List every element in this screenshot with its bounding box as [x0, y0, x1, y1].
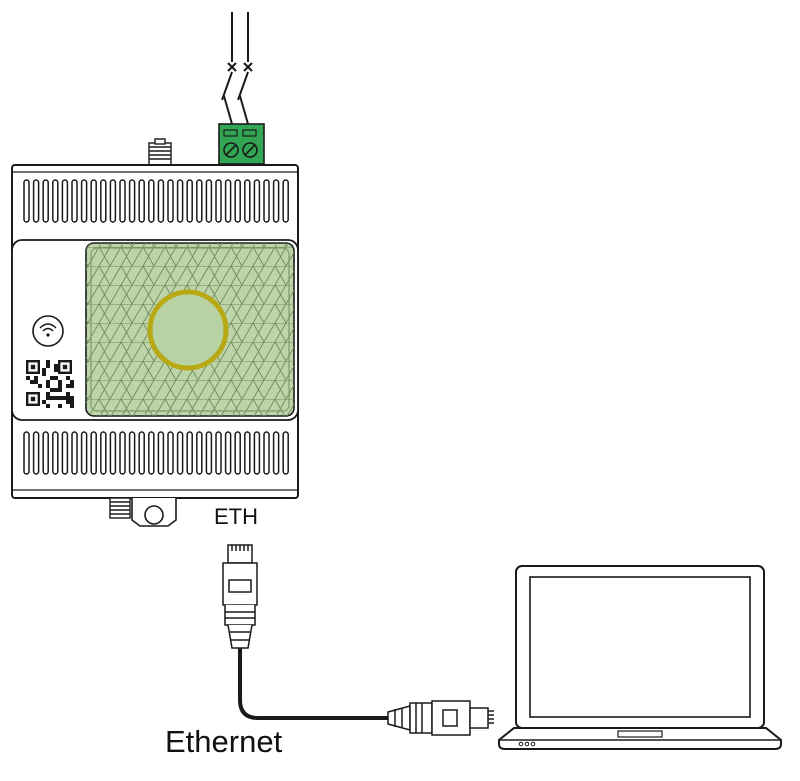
ethernet-plug-device — [222, 544, 258, 649]
power-wires — [221, 12, 249, 125]
vent-slot — [282, 179, 289, 223]
vent-slot — [61, 179, 69, 223]
vent-slot — [148, 431, 155, 475]
vent-slot — [253, 431, 261, 475]
vent-slot — [119, 179, 126, 223]
switch-contact-icon — [227, 62, 253, 72]
ethernet-cable-label: Ethernet — [165, 724, 283, 759]
bottom-vent-slots — [23, 431, 289, 475]
vent-slot — [176, 431, 184, 475]
vent-slot — [148, 179, 155, 223]
top-vent-slots — [23, 179, 289, 223]
vent-slot — [52, 179, 59, 223]
laptop-trackpad — [617, 730, 663, 738]
vent-slot — [244, 179, 251, 223]
vent-slot — [71, 179, 78, 223]
vent-slot — [42, 431, 49, 475]
laptop — [498, 565, 782, 750]
vent-slot — [263, 179, 270, 223]
vent-slot — [52, 431, 59, 475]
vent-slot — [23, 431, 30, 475]
vent-slot — [100, 179, 107, 223]
vent-slot — [263, 431, 270, 475]
vent-slot — [109, 179, 117, 223]
vent-slot — [90, 431, 97, 475]
vent-slot — [61, 431, 69, 475]
vent-slot — [32, 179, 40, 223]
ethernet-plug-laptop — [387, 700, 494, 736]
vent-slot — [244, 431, 251, 475]
vent-slot — [167, 431, 174, 475]
vent-slot — [282, 431, 289, 475]
vent-slot — [128, 179, 136, 223]
vent-slot — [253, 179, 261, 223]
vent-slot — [196, 431, 203, 475]
vent-slot — [176, 179, 184, 223]
vent-slot — [42, 179, 49, 223]
vent-slot — [32, 431, 40, 475]
vent-slot — [80, 431, 88, 475]
laptop-port-icon — [518, 741, 524, 747]
power-terminal-block — [218, 123, 265, 165]
vent-slot — [90, 179, 97, 223]
ethernet-cable — [238, 648, 388, 720]
gateway-device — [11, 164, 299, 499]
eth-port-label: ETH — [214, 504, 258, 529]
top-antenna-connector — [148, 138, 172, 166]
vent-slot — [128, 431, 136, 475]
vent-slot — [80, 179, 88, 223]
vent-slot — [23, 179, 30, 223]
vent-slot — [71, 431, 78, 475]
vent-slot — [224, 431, 232, 475]
vent-slot — [234, 431, 241, 475]
vent-slot — [205, 431, 213, 475]
vent-slot — [100, 431, 107, 475]
vent-slot — [167, 179, 174, 223]
vent-slot — [272, 179, 280, 223]
bottom-antenna-connector — [109, 497, 131, 519]
vent-slot — [215, 431, 222, 475]
vent-slot — [272, 431, 280, 475]
vent-slot — [196, 179, 203, 223]
vent-slot — [157, 431, 165, 475]
vent-slot — [224, 179, 232, 223]
cable-clamp — [131, 498, 177, 527]
vent-slot — [186, 431, 193, 475]
vent-slot — [157, 179, 165, 223]
vent-slot — [186, 179, 193, 223]
laptop-port-icon — [524, 741, 530, 747]
vent-slot — [215, 179, 222, 223]
vent-slot — [234, 179, 241, 223]
vent-slot — [138, 431, 145, 475]
wifi-icon — [32, 315, 64, 347]
laptop-screen — [529, 576, 751, 718]
laptop-port-icon — [530, 741, 536, 747]
status-led — [147, 289, 229, 371]
vent-slot — [205, 179, 213, 223]
vent-slot — [119, 431, 126, 475]
vent-slot — [138, 179, 145, 223]
qr-code-icon — [26, 360, 74, 408]
vent-slot — [109, 431, 117, 475]
